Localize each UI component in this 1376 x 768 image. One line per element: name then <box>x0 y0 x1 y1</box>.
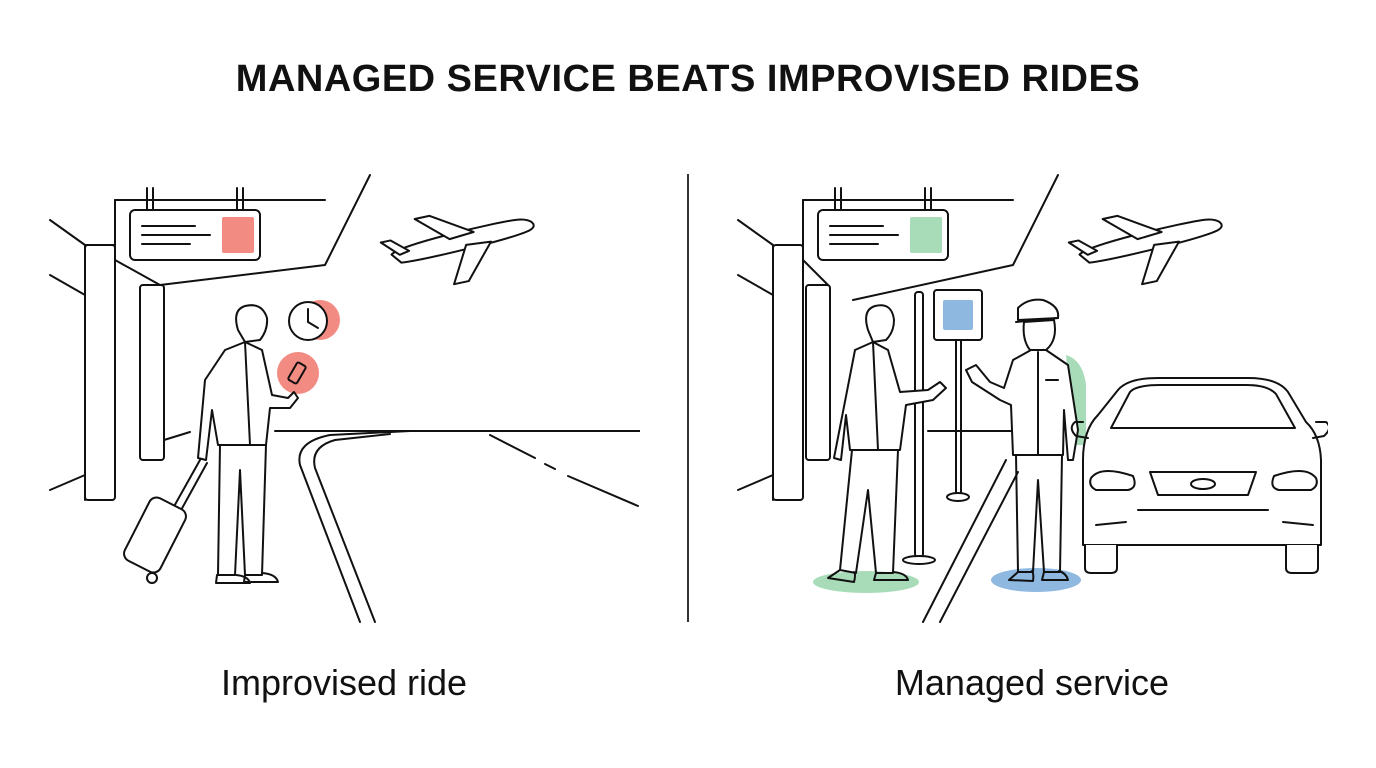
departure-board-sign <box>817 187 949 261</box>
green-status-indicator <box>910 217 942 253</box>
car-front-view <box>1070 377 1328 574</box>
traveler-ground-shadow <box>813 571 919 593</box>
terminal-canopy <box>49 174 371 501</box>
airplane-icon <box>379 214 535 286</box>
pickup-sign-indicator <box>943 300 973 330</box>
pickup-sign-post <box>902 289 983 565</box>
improvised-ride-panel <box>40 160 640 640</box>
airplane-icon <box>1067 214 1223 286</box>
road-curb <box>922 430 1019 623</box>
managed-service-panel <box>728 160 1328 640</box>
panel-divider <box>687 174 689 622</box>
page-title: MANAGED SERVICE BEATS IMPROVISED RIDES <box>235 58 1141 100</box>
managed-service-caption: Managed service <box>894 662 1170 703</box>
phone-alert-icon <box>277 352 319 394</box>
improvised-ride-caption: Improvised ride <box>220 662 468 703</box>
chauffeur-ground-shadow <box>991 568 1081 592</box>
relaxed-traveler-figure <box>827 304 947 583</box>
red-status-indicator <box>222 217 254 253</box>
chauffeur-figure <box>965 298 1086 582</box>
terminal-canopy <box>737 174 1059 501</box>
managed-service-illustration <box>737 174 1328 623</box>
improvised-ride-illustration <box>49 174 640 623</box>
road-curb <box>274 430 640 623</box>
stressed-traveler-figure <box>123 304 299 584</box>
clock-alert-icon <box>288 300 340 341</box>
departure-board-sign <box>129 187 261 261</box>
